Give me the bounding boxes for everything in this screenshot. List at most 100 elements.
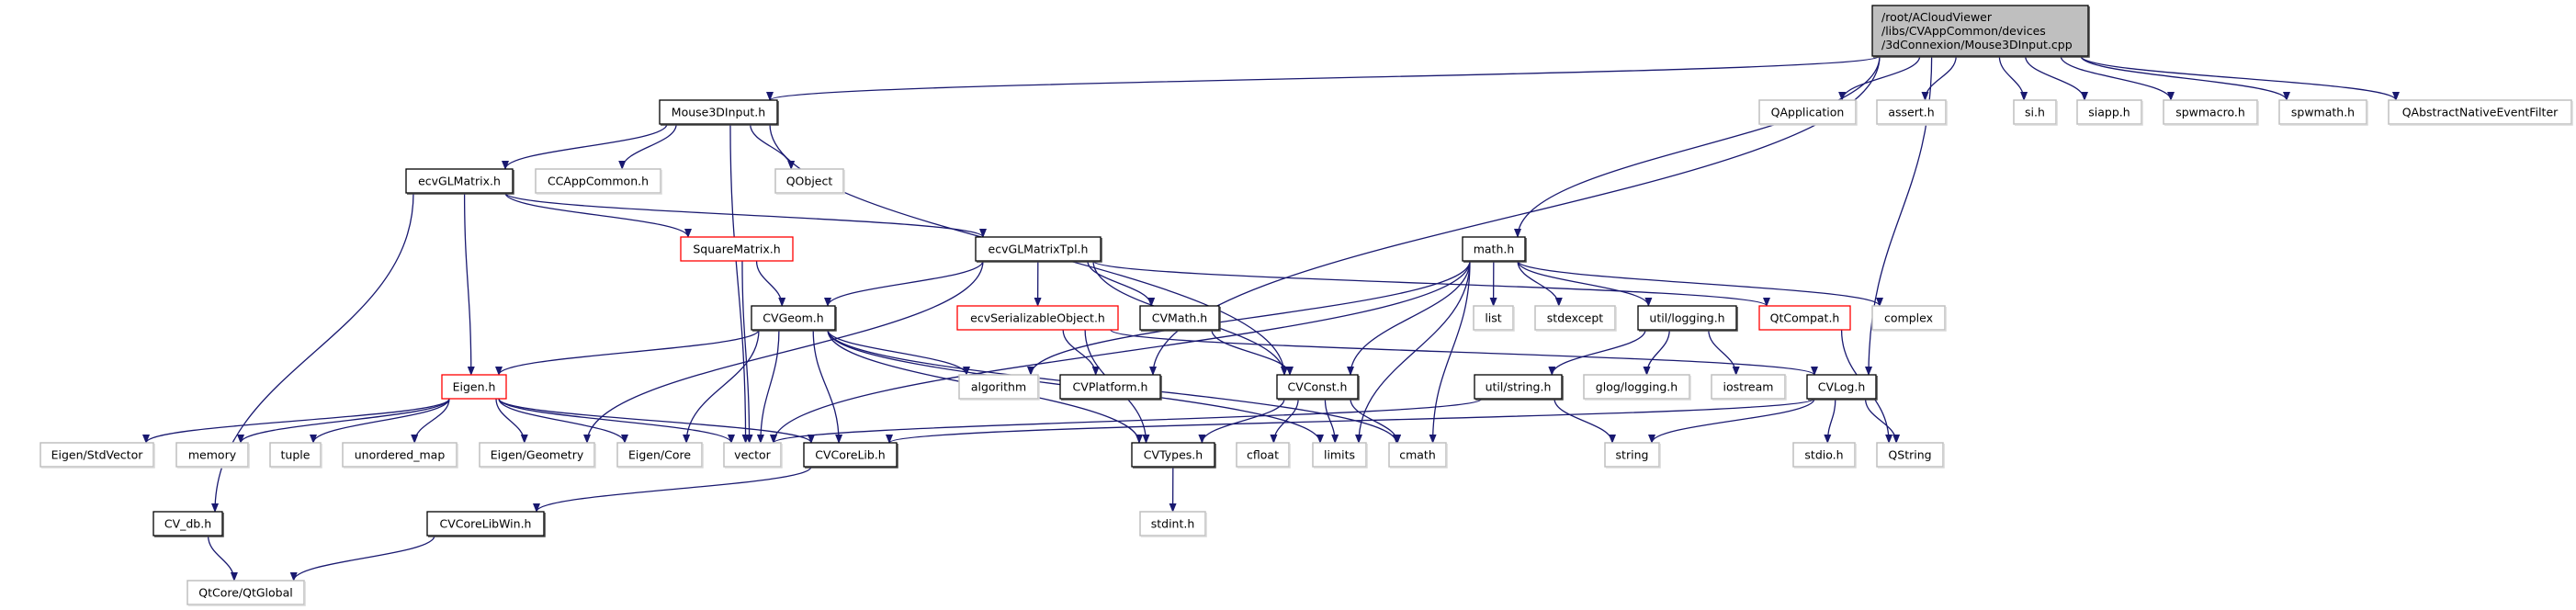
node-shadow [2015,101,2058,126]
node-label: Eigen/Geometry [491,448,584,462]
node-ecvserializableobject-h[interactable]: ecvSerializableObject.h [956,305,1119,331]
node-label-line: /3dConnexion/Mouse3DInput.cpp [1881,38,2073,51]
edge-cvcorelib_h-to-cvcorelibwin_h [533,466,812,513]
edge-ecvglmatrix_h-to-ecvglmatrixtpl_h [504,192,987,238]
node-shadow [1314,444,1368,469]
node-cvconst-h[interactable]: CVConst.h [1276,374,1360,401]
edge-math_h-to-limits [1355,260,1471,444]
node-box [479,442,595,468]
edge-ecvglmatrixtpl_h-to-cvgeom_h [824,260,984,307]
edge-cv_db_h-to-qtcore_qtglobal [207,535,238,582]
node-spwmacro-h: spwmacro.h [2163,99,2259,126]
node-cvlog-h[interactable]: CVLog.h [1806,374,1878,401]
edge-ecvglmatrix_h-to-squarematrix_h [504,192,692,238]
node-mouse3dinput-h[interactable]: Mouse3DInput.h [659,99,779,126]
node-label: stdint.h [1151,517,1195,531]
edge-ecvglmatrixtpl_h-to-qtcompat_h [1092,260,1770,307]
node-cvmath-h[interactable]: CVMath.h [1139,305,1221,332]
node-box [1139,511,1206,537]
node-assert-h: assert.h [1876,99,1948,126]
node-box [958,374,1039,400]
edges [142,55,2400,582]
edge-squarematrix_h-to-vector [741,260,753,444]
node-box [1758,305,1851,331]
node-unordered-map: unordered_map [342,442,458,469]
node-main[interactable]: /root/ACloudViewer/libs/CVAppCommon/devi… [1871,5,2090,58]
edge-cvlog_h-to-stdio_h [1824,398,1836,444]
node-glog-logging-h: glog/logging.h [1583,374,1691,401]
edge-mouse3dinput_h-to-qobject [750,123,796,170]
node-label: si.h [2025,106,2045,119]
node-box [774,168,844,194]
node-squarematrix-h[interactable]: SquareMatrix.h [680,236,794,262]
node-box [1236,442,1290,468]
node-cv-db-h[interactable]: CV_db.h [153,511,224,537]
node-label: tuple [281,448,311,462]
edge-main-to-assert_h [1921,55,1957,101]
node-label: Eigen.h [453,380,496,394]
edge-math_h-to-util_logging_h [1517,260,1653,307]
node-vector: vector [723,442,783,469]
node-cvcorelib-h[interactable]: CVCoreLib.h [803,442,898,469]
edge-main-to-siapp_h [2025,55,2088,101]
edge-main-to-si_h [1998,55,2028,101]
node-label: CV_db.h [164,517,211,531]
node-box [342,442,458,468]
node-box [1474,374,1563,400]
node-ecvglmatrix-h[interactable]: ecvGLMatrix.h [405,168,514,195]
node-shadow [1878,444,1945,469]
node-label: string [1616,448,1649,462]
node-label: math.h [1474,243,1515,256]
node-qtcompat-h[interactable]: QtCompat.h [1758,305,1851,331]
edge-math_h-to-vector [770,260,1471,444]
node-shadow [1536,307,1617,332]
edge-util_string_h-to-string [1554,398,1616,444]
node-box [1758,99,1857,125]
node-label: CVMath.h [1152,311,1207,325]
node-box [1806,374,1877,400]
node-box [40,442,154,468]
node-shadow [1390,444,1448,469]
node-label: CCAppCommon.h [548,175,649,188]
edge-cvgeom_h-to-eigen_h [495,329,760,376]
node-shadow [977,238,1102,263]
node-box [956,305,1119,331]
node-cvplatform-h[interactable]: CVPlatform.h [1059,374,1162,401]
node-cvcorelibwin-h[interactable]: CVCoreLibWin.h [426,511,546,537]
node-shadow [1760,101,1858,126]
node-spwmath-h: spwmath.h [2278,99,2368,126]
edge-eigen_h-to-cvcorelib_h [498,398,815,444]
node-math-h[interactable]: math.h [1462,236,1527,263]
edge-ecvglmatrixtpl_h-to-eigen_geometry [583,260,984,444]
node-shadow [1237,444,1291,469]
edge-util_logging_h-to-iostream [1708,329,1740,376]
node-box [441,374,507,400]
node-box [1876,442,1944,468]
edge-eigen_h-to-unordered_map [411,398,450,444]
node-eigen-h[interactable]: Eigen.h [441,374,507,400]
edge-eigen_h-to-memory [237,398,450,444]
node-complex: complex [1871,305,1947,332]
node-label: CVLog.h [1818,380,1866,394]
node-box [659,99,778,125]
node-cvgeom-h[interactable]: CVGeom.h [751,305,837,332]
node-box [1583,374,1690,400]
node-shadow [154,513,224,537]
node-util-string-h[interactable]: util/string.h [1474,374,1564,401]
node-shadow [41,444,155,469]
edge-eigen_h-to-eigen_stdvector [142,398,450,444]
node-shadow [805,444,898,469]
edge-cvgeom_h-to-eigen_core [683,329,760,444]
node-box [2013,99,2057,125]
node-cvtypes-h[interactable]: CVTypes.h [1131,442,1216,469]
node-ccappcommon-h: CCAppCommon.h [535,168,662,195]
node-box [2076,99,2142,125]
node-label: QObject [786,175,833,188]
node-box [680,236,794,262]
node-label: Eigen/StdVector [51,448,144,462]
edge-cvmath_h-to-cvconst_h [1211,329,1294,376]
node-label: cfloat [1247,448,1279,462]
node-ecvglmatrixtpl-h[interactable]: ecvGLMatrixTpl.h [975,236,1102,263]
node-util-logging-h[interactable]: util/logging.h [1637,305,1738,332]
node-shadow [271,444,322,469]
